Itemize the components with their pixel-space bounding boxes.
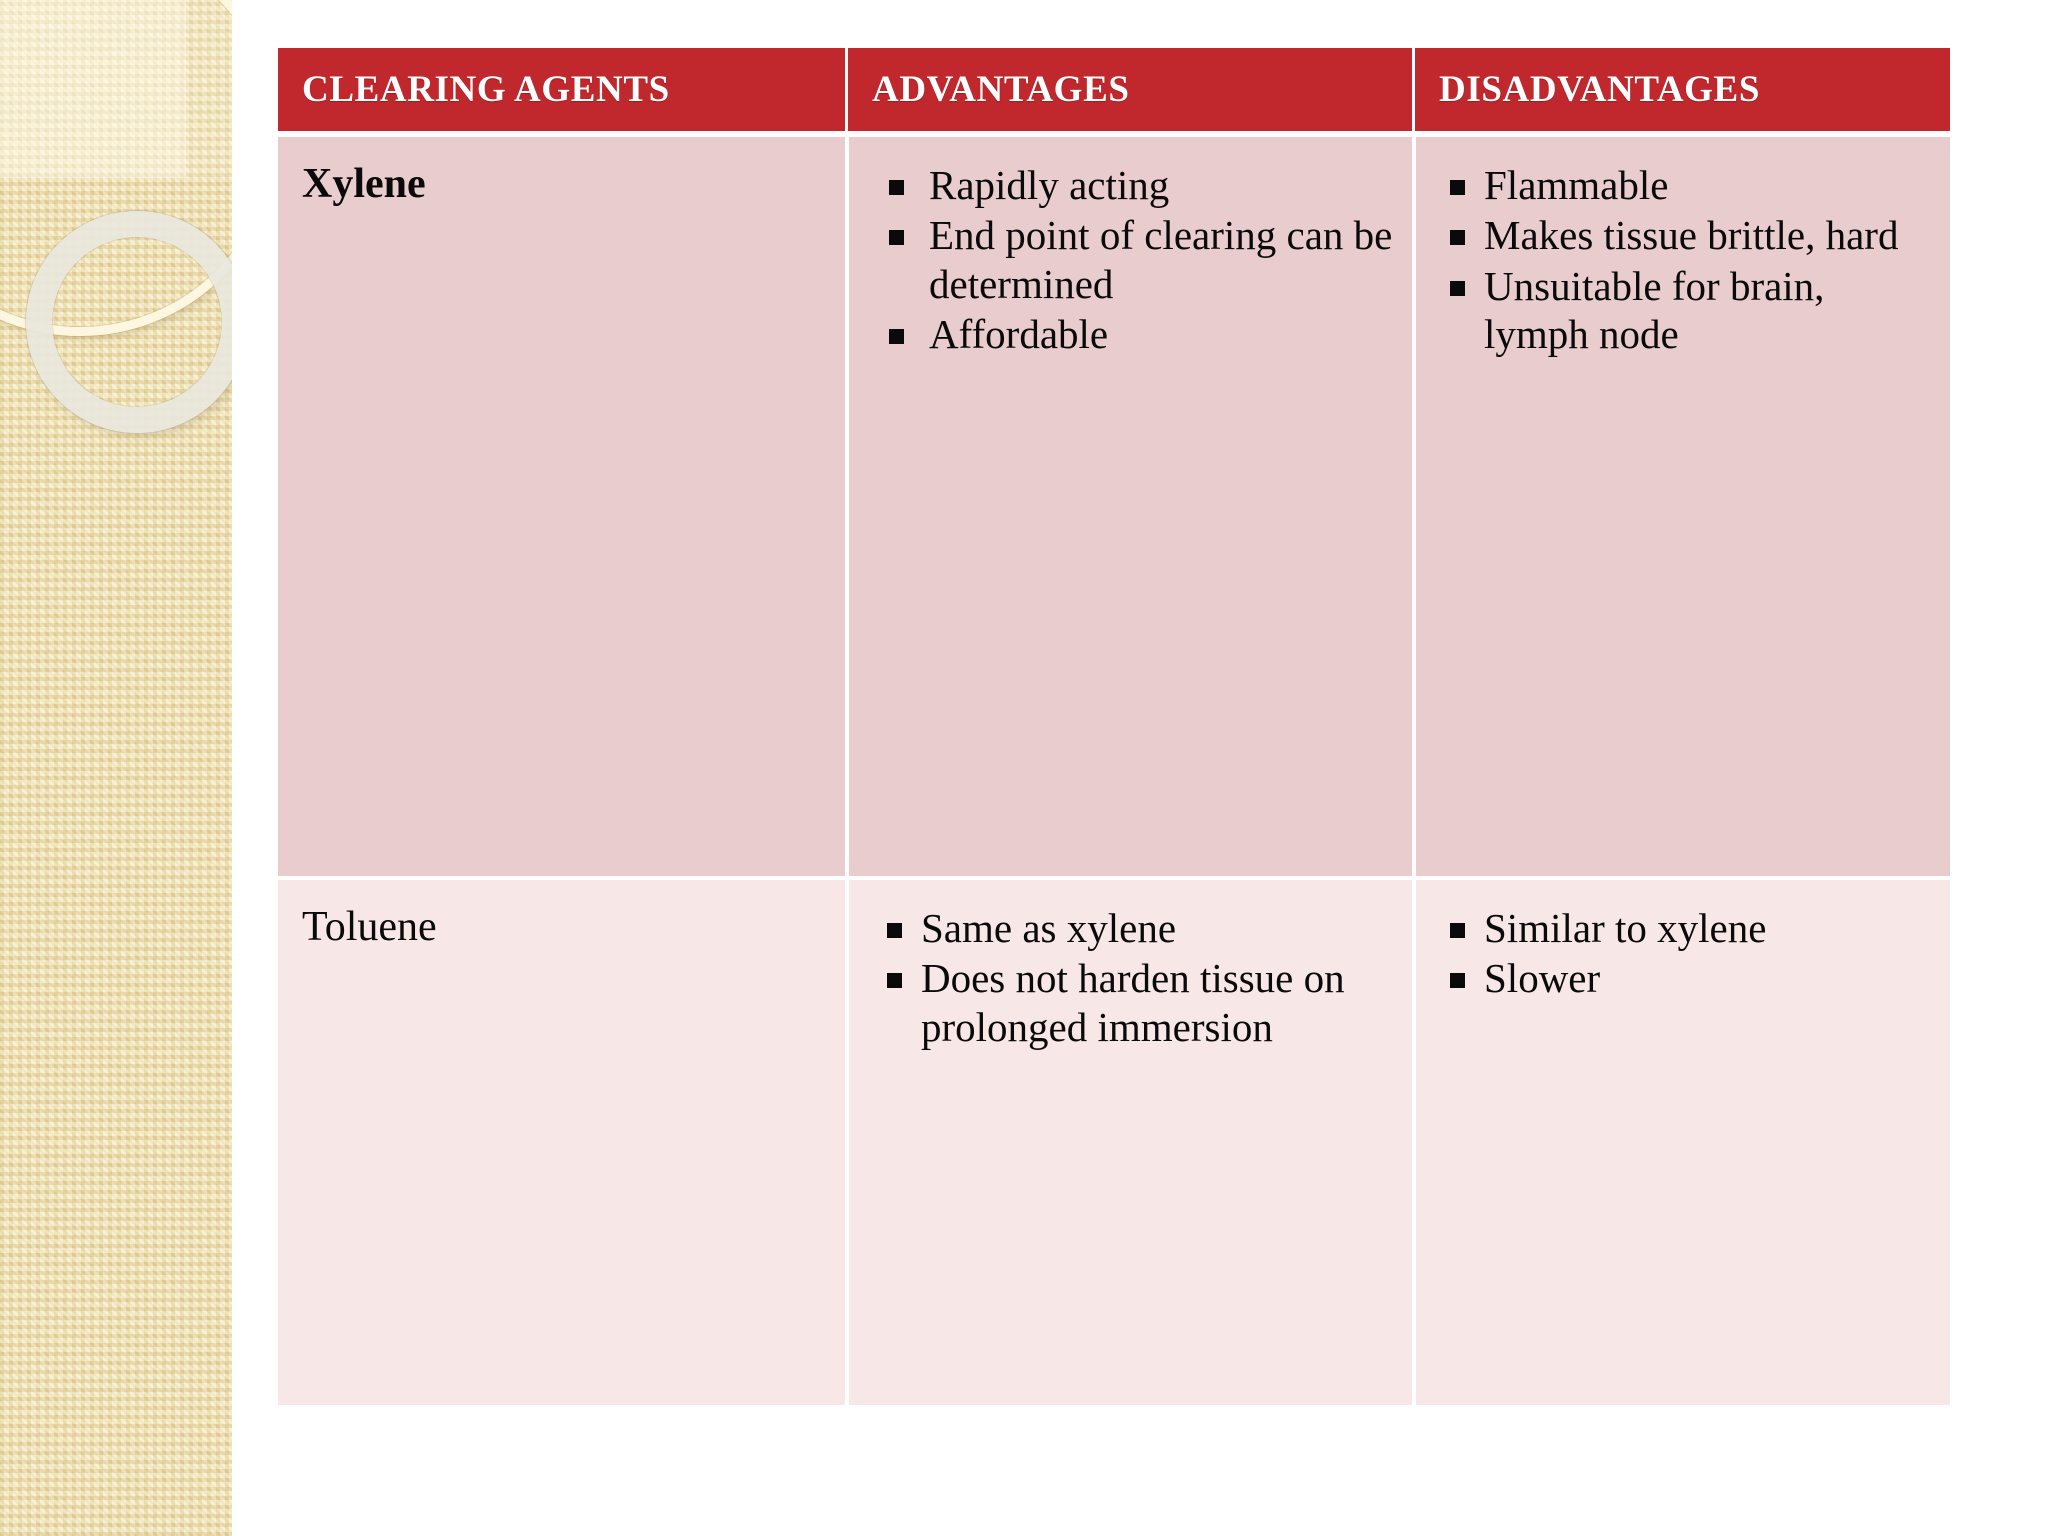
disadvantages-list-xylene: Flammable Makes tissue brittle, hard Uns… [1416,137,1950,359]
header-label-disadvantages: DISADVANTAGES [1439,69,1761,110]
list-item: Does not harden tissue on prolonged imme… [883,954,1394,1051]
list-item: Affordable [883,310,1394,358]
table-header-row: CLEARING AGENTS ADVANTAGES DISADVANTAGES [278,48,1950,131]
table-row: Toluene Same as xylene Does not harden t… [278,880,1950,1405]
disadvantages-list-toluene: Similar to xylene Slower [1416,880,1950,1003]
list-item: Makes tissue brittle, hard [1446,211,1932,259]
advantages-list-xylene: Rapidly acting End point of clearing can… [849,137,1412,359]
list-item-highlighted: Unsuitable for brain, lymph node [1446,262,1932,359]
cell-disadvantages-xylene: Flammable Makes tissue brittle, hard Uns… [1412,137,1950,876]
cell-advantages-toluene: Same as xylene Does not harden tissue on… [845,880,1412,1405]
cell-advantages-xylene: Rapidly acting End point of clearing can… [845,137,1412,876]
cell-agent-xylene: Xylene [278,137,845,876]
table-row: Xylene Rapidly acting End point of clear… [278,137,1950,876]
header-cell-advantages: ADVANTAGES [845,48,1412,131]
agent-name-xylene: Xylene [302,161,426,207]
advantages-list-toluene: Same as xylene Does not harden tissue on… [849,880,1412,1051]
list-item: Same as xylene [883,904,1394,952]
list-item: Rapidly acting [883,161,1394,209]
decorative-sidebar [0,0,232,1536]
cell-disadvantages-toluene: Similar to xylene Slower [1412,880,1950,1405]
clearing-agents-table: CLEARING AGENTS ADVANTAGES DISADVANTAGES… [278,48,1950,1405]
thick-grey-ring-icon [26,211,232,433]
header-cell-clearing-agents: CLEARING AGENTS [278,48,845,131]
header-label-clearing-agents: CLEARING AGENTS [302,69,670,110]
header-cell-disadvantages: DISADVANTAGES [1412,48,1950,131]
list-item: Similar to xylene [1446,904,1932,952]
list-item: Flammable [1446,161,1932,209]
header-label-advantages: ADVANTAGES [872,69,1130,110]
list-item: Slower [1446,954,1932,1002]
cell-agent-toluene: Toluene [278,880,845,1405]
sidebar-gutter [232,0,278,1536]
agent-name-toluene: Toluene [302,904,437,950]
list-item: End point of clearing can be determined [883,211,1394,308]
